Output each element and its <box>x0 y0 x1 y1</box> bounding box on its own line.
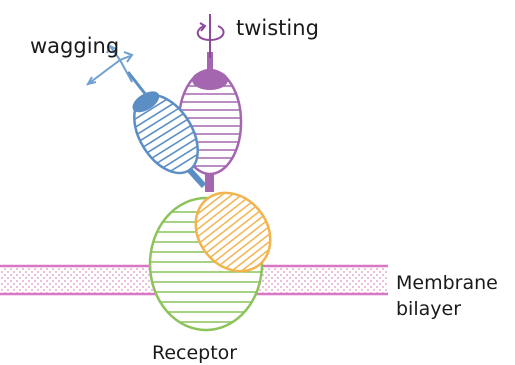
membrane-bilayer-label: Membrane bilayer <box>396 270 498 322</box>
twisting-label: twisting <box>236 18 319 39</box>
membrane-label-line1: Membrane <box>396 270 498 296</box>
receptor-label: Receptor <box>152 344 237 363</box>
membrane-label-line2: bilayer <box>396 296 498 322</box>
wagging-label: wagging <box>30 36 119 57</box>
twisting-arrow-icon <box>198 14 224 58</box>
